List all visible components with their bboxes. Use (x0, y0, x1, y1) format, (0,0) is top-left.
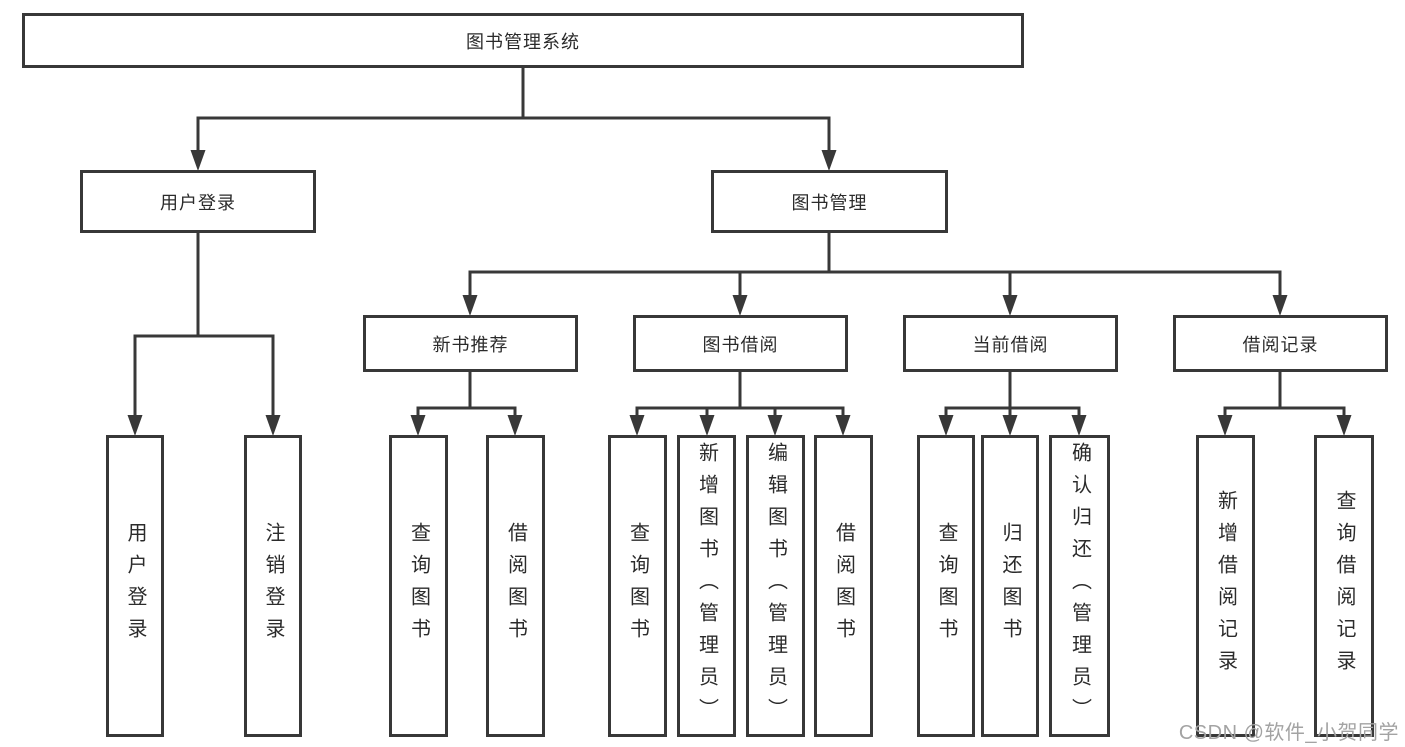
leaf-query-books-recommend: 查询图书 (389, 435, 448, 737)
node-user-login: 用户登录 (80, 170, 316, 233)
node-book-management: 图书管理 (711, 170, 948, 233)
leaf-user-login: 用户登录 (106, 435, 164, 737)
arrowhead-icon (732, 295, 748, 316)
leaf-query-borrow-record: 查询借阅记录 (1314, 435, 1374, 737)
connector-records-to-leaves (1223, 372, 1346, 424)
arrowhead-icon (1272, 295, 1288, 316)
node-book-borrowing: 图书借阅 (633, 315, 848, 372)
leaf-add-books-admin: 新增图书（管理员） (677, 435, 736, 737)
leaf-query-books-borrow: 查询图书 (608, 435, 667, 737)
arrowhead-icon (1002, 295, 1018, 316)
arrowhead-icon (821, 150, 837, 171)
leaf-edit-books-admin: 编辑图书（管理员） (746, 435, 805, 737)
node-new-book-recommendation: 新书推荐 (363, 315, 578, 372)
arrowhead-icon (767, 415, 783, 436)
leaf-return-books: 归还图书 (981, 435, 1039, 737)
arrowhead-icon (699, 415, 715, 436)
arrowhead-icon (629, 415, 645, 436)
arrowhead-icon (190, 150, 206, 171)
arrowhead-icon (462, 295, 478, 316)
connector-borrow-to-leaves (635, 372, 845, 424)
leaf-add-borrow-record: 新增借阅记录 (1196, 435, 1255, 737)
node-current-borrowing: 当前借阅 (903, 315, 1118, 372)
connector-newbook-to-leaves (416, 372, 517, 424)
arrowhead-icon (1071, 415, 1087, 436)
arrowhead-icon (835, 415, 851, 436)
arrowhead-icon (1217, 415, 1233, 436)
arrowhead-icon (507, 415, 523, 436)
connector-root-to-level2 (196, 68, 831, 160)
arrowhead-icon (265, 415, 281, 436)
arrowhead-icon (127, 415, 143, 436)
connector-userlogin-to-leaves (133, 233, 275, 424)
leaf-query-books-current: 查询图书 (917, 435, 975, 737)
leaf-borrow-books: 借阅图书 (814, 435, 873, 737)
node-borrowing-records: 借阅记录 (1173, 315, 1388, 372)
arrowhead-icon (938, 415, 954, 436)
csdn-watermark: CSDN @软件_小贺同学 (1178, 722, 1399, 744)
arrowhead-icon (1336, 415, 1352, 436)
arrowhead-icon (410, 415, 426, 436)
leaf-logout: 注销登录 (244, 435, 302, 737)
leaf-confirm-return-admin: 确认归还（管理员） (1049, 435, 1110, 737)
arrowhead-icon (1002, 415, 1018, 436)
leaf-borrow-books-recommend: 借阅图书 (486, 435, 545, 737)
connector-bookmgmt-to-level3 (468, 233, 1282, 305)
node-root-library-system: 图书管理系统 (22, 13, 1024, 68)
